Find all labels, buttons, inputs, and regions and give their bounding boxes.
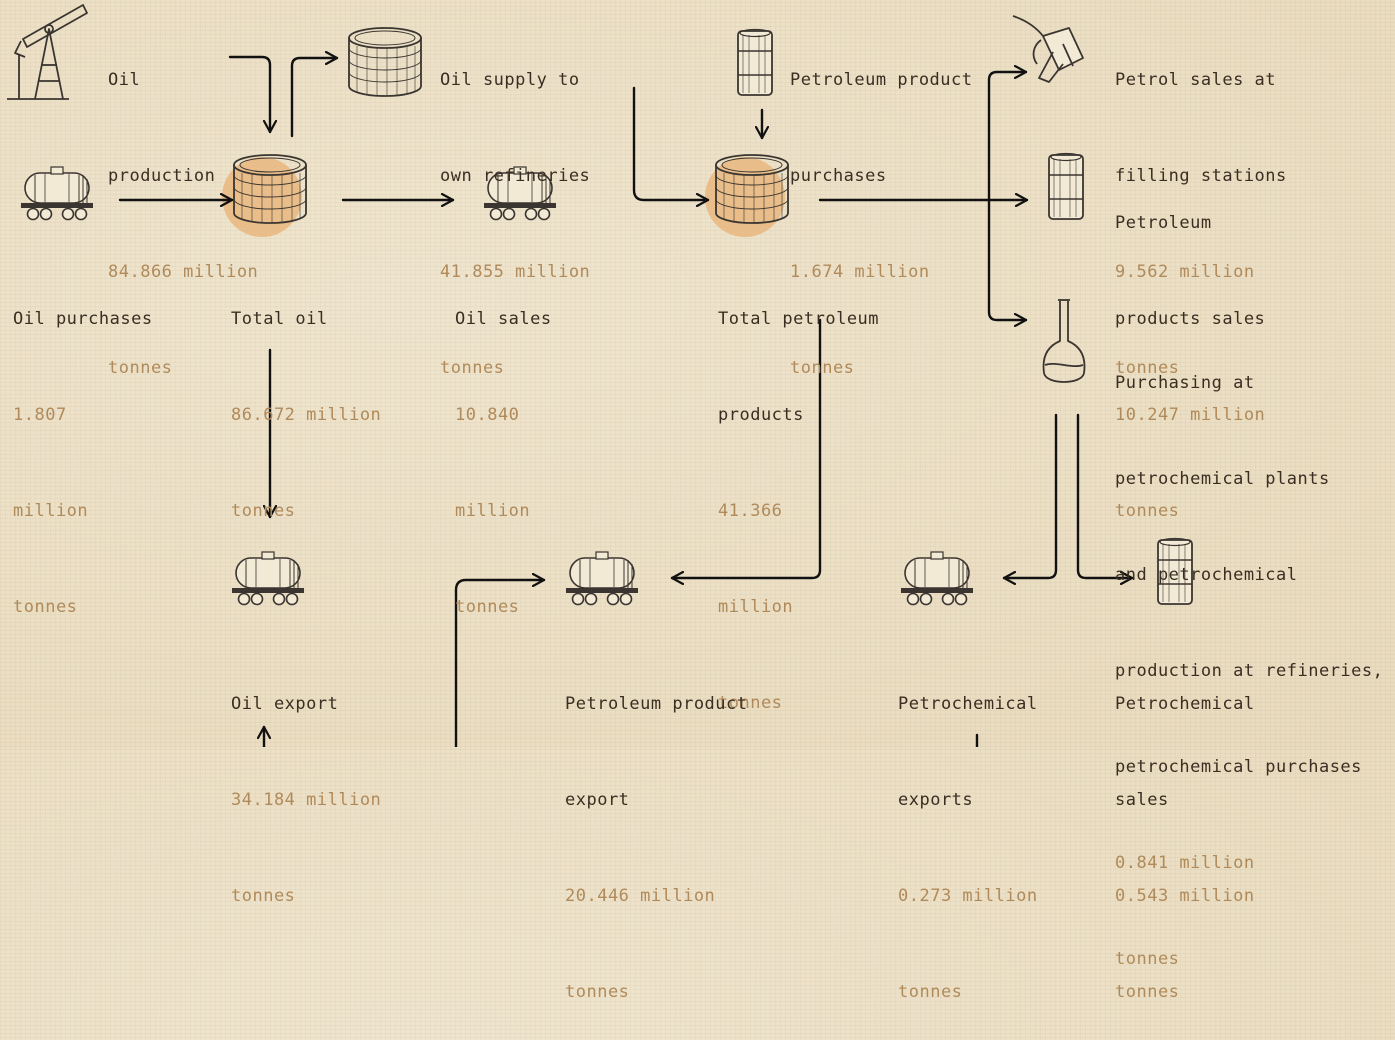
node-name: Oil export — [231, 694, 339, 714]
node-value: tonnes — [231, 501, 296, 521]
arrow-branch-to-petrol-sales — [987, 72, 1028, 202]
node-petrochemical-sales: Petrochemical sales 0.543 million tonnes — [1115, 624, 1255, 1040]
node-value: tonnes — [718, 693, 783, 713]
arrow-branch-to-petrochemical — [987, 198, 1028, 320]
node-value: 41.855 million — [440, 262, 591, 282]
node-value: 1.674 million — [790, 262, 930, 282]
node-name: Petrol sales at — [1115, 70, 1277, 90]
node-value: tonnes — [455, 597, 520, 617]
node-oil-purchases: Oil purchases 1.807 million tonnes — [13, 239, 153, 655]
node-value: 0.543 million — [1115, 886, 1255, 906]
node-petroleum-product-purchases: Petroleum product purchases 1.674 millio… — [790, 0, 973, 416]
arrow-refinery-supply-to-total-products — [632, 86, 710, 200]
node-name: Purchasing at — [1115, 373, 1255, 393]
node-name: Total petroleum — [718, 309, 880, 329]
node-name: Petroleum product — [790, 70, 973, 90]
node-name: Oil — [108, 70, 141, 90]
node-value: tonnes — [440, 358, 505, 378]
storage-tank-icon — [348, 27, 422, 97]
node-total-oil: Total oil 86.672 million tonnes — [231, 239, 381, 559]
node-name: export — [565, 790, 630, 810]
node-value: 0.273 million — [898, 886, 1038, 906]
node-oil-supply-refineries: Oil supply to own refineries 41.855 mill… — [440, 0, 590, 416]
node-value: tonnes — [1115, 358, 1180, 378]
node-value: 34.184 million — [231, 790, 382, 810]
node-value: tonnes — [1115, 501, 1180, 521]
node-petrochemical-exports: Petrochemical exports 0.273 million tonn… — [898, 624, 1038, 1040]
arrow-total-oil-to-refinery-supply — [290, 58, 339, 138]
arrow-production-to-total-oil — [228, 55, 270, 134]
arrow-bottom-to-product-export — [454, 580, 546, 747]
node-name: products sales — [1115, 309, 1266, 329]
oil-barrel-icon — [1048, 152, 1084, 220]
node-value: tonnes — [108, 358, 173, 378]
node-total-petroleum-products: Total petroleum products 41.366 million … — [718, 239, 879, 751]
node-name: Petrochemical — [1115, 694, 1255, 714]
node-name: Oil purchases — [13, 309, 153, 329]
node-petrol-sales-filling: Petrol sales at filling stations 9.562 m… — [1115, 0, 1287, 416]
node-name: own refineries — [440, 166, 591, 186]
node-name: Petroleum — [1115, 213, 1212, 233]
node-value: tonnes — [790, 358, 855, 378]
tank-wagon-icon — [900, 551, 974, 606]
node-value: tonnes — [898, 982, 963, 1002]
node-name: production — [108, 166, 216, 186]
arrow-petrochemical-to-exports — [1002, 413, 1058, 578]
node-value: tonnes — [1115, 982, 1180, 1002]
node-value: million — [718, 597, 794, 617]
node-value: 86.672 million — [231, 405, 382, 425]
flask-icon — [1042, 299, 1086, 383]
node-name: products — [718, 405, 804, 425]
node-value: 1.807 — [13, 405, 67, 425]
node-value: million — [455, 501, 531, 521]
node-name: Oil supply to — [440, 70, 580, 90]
node-value: 84.866 million — [108, 262, 259, 282]
oil-pump-jack-icon — [7, 4, 88, 100]
node-name: production at refineries, — [1115, 661, 1384, 681]
node-name: Oil sales — [455, 309, 552, 329]
node-value: 10.840 — [455, 405, 520, 425]
node-value: tonnes — [565, 982, 630, 1002]
arrow-petrochemical-to-sales — [1076, 413, 1134, 578]
node-name: Petrochemical — [898, 694, 1038, 714]
node-name: petrochemical plants — [1115, 469, 1330, 489]
node-name: exports — [898, 790, 974, 810]
tank-wagon-icon — [20, 166, 94, 221]
node-value: 41.366 — [718, 501, 783, 521]
fuel-nozzle-icon — [1012, 15, 1084, 83]
node-name: Total oil — [231, 309, 328, 329]
node-name: Petroleum product — [565, 694, 748, 714]
arrow-total-products-to-product-export — [670, 318, 822, 578]
node-value: 20.446 million — [565, 886, 716, 906]
node-name: and petrochemical — [1115, 565, 1298, 585]
node-name: sales — [1115, 790, 1169, 810]
node-value: million — [13, 501, 89, 521]
tank-wagon-icon — [231, 551, 305, 606]
node-name: purchases — [790, 166, 887, 186]
node-oil-sales: Oil sales 10.840 million tonnes — [455, 239, 552, 655]
node-value: tonnes — [13, 597, 78, 617]
node-oil-production: Oil production 84.866 million tonnes — [108, 0, 258, 416]
node-petroleum-products-sales: Petroleum products sales 10.247 million … — [1115, 143, 1265, 559]
node-petroleum-product-export: Petroleum product export 20.446 million … — [565, 624, 748, 1040]
flow-diagram — [7, 4, 1193, 747]
node-value: 10.247 million — [1115, 405, 1266, 425]
node-oil-export: Oil export 34.184 million tonnes — [231, 624, 381, 944]
oil-barrel-icon — [737, 28, 773, 96]
node-name: filling stations — [1115, 166, 1287, 186]
node-value: 9.562 million — [1115, 262, 1255, 282]
tank-wagon-icon — [565, 551, 639, 606]
node-value: tonnes — [231, 886, 296, 906]
